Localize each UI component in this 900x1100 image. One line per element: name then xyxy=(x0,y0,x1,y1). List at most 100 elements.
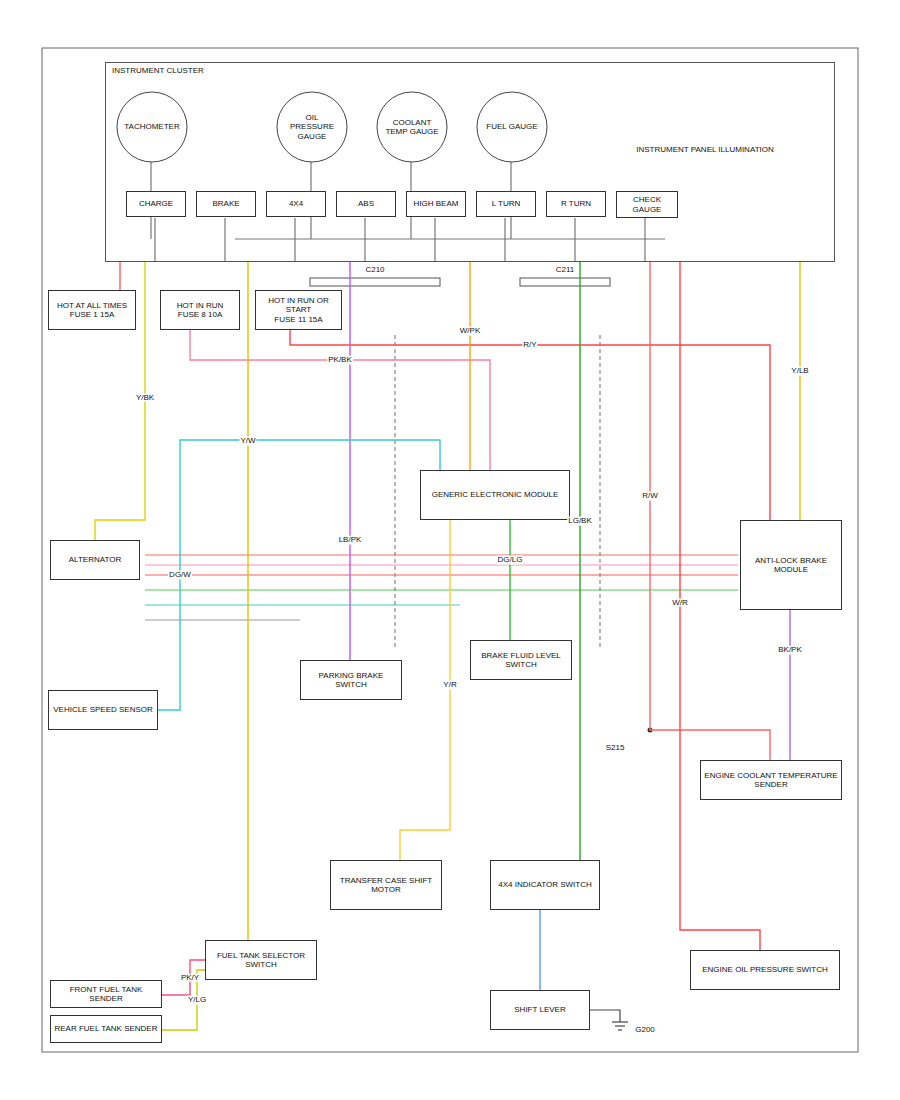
component-label: FUEL GAUGE xyxy=(486,122,537,131)
wire xyxy=(534,286,535,330)
component-label: CHECK GAUGE xyxy=(620,195,674,213)
wire xyxy=(604,286,605,330)
cluster-housing: INSTRUMENT CLUSTERTACHOMETEROIL PRESSURE… xyxy=(105,62,835,262)
wire xyxy=(145,574,738,575)
wire-connector xyxy=(789,610,790,760)
component-label: HOT IN RUN xyxy=(177,301,224,310)
component-label: COOLANT TEMP GAUGE xyxy=(384,118,440,136)
wire xyxy=(564,286,565,330)
wire-color-code: LB/PK xyxy=(338,536,363,545)
component-box: CHECK GAUGE xyxy=(616,191,678,218)
component-label: GENERIC ELECTRONIC MODULE xyxy=(432,490,559,499)
wire xyxy=(434,218,435,262)
component-box: FUEL TANK SELECTOR SWITCH xyxy=(205,940,317,980)
wire xyxy=(394,335,395,650)
wire-connector xyxy=(119,262,120,290)
component-box: CHARGE xyxy=(126,191,186,217)
component-box: HOT AT ALL TIMESFUSE 1 15A xyxy=(48,290,136,330)
component-box: L TURN xyxy=(476,191,536,217)
gauge-ring xyxy=(377,92,447,162)
component-box: ANTI-LOCK BRAKE MODULE xyxy=(740,520,842,610)
wire xyxy=(364,286,365,330)
wire-connector xyxy=(509,520,510,640)
wire xyxy=(424,286,425,330)
wire-color-code: Y/W xyxy=(239,437,256,446)
callout-label: C211 xyxy=(555,266,576,275)
component-box: 4X4 INDICATOR SWITCH xyxy=(490,860,600,910)
wire-color-code: DG/LG xyxy=(497,556,524,565)
component-label: FUSE 1 15A xyxy=(70,310,114,319)
component-label: FUEL TANK SELECTOR SWITCH xyxy=(209,951,313,969)
gauge-circle: COOLANT TEMP GAUGE xyxy=(376,91,448,163)
wire xyxy=(384,286,385,330)
gauge-circle: TACHOMETER xyxy=(116,91,188,163)
wire-color-code: W/R xyxy=(671,598,689,607)
callout-label: S215 xyxy=(605,744,626,753)
wire-color-code: Y/LB xyxy=(790,367,809,376)
wire-color-code: Y/R xyxy=(442,681,457,690)
wire xyxy=(584,286,585,330)
wire xyxy=(414,286,415,330)
wire-connector xyxy=(799,262,800,520)
component-label: ANTI-LOCK BRAKE MODULE xyxy=(744,556,838,574)
callout-label: G200 xyxy=(634,1026,656,1035)
wire-color-code: Y/BK xyxy=(135,393,155,402)
component-label: R TURN xyxy=(561,199,591,208)
component-label: TRANSFER CASE SHIFT MOTOR xyxy=(334,876,438,894)
wire xyxy=(344,286,345,330)
component-box: ENGINE OIL PRESSURE SWITCH xyxy=(690,950,840,990)
component-box: R TURN xyxy=(546,191,606,217)
component-box: HIGH BEAM xyxy=(406,191,466,217)
component-label: ABS xyxy=(358,199,374,208)
gauge-circle: FUEL GAUGE xyxy=(476,91,548,163)
component-box: SHIFT LEVER xyxy=(490,990,590,1030)
component-box: FRONT FUEL TANK SENDER xyxy=(50,980,162,1008)
wire-color-code: PK/BK xyxy=(327,356,353,365)
component-box: HOT IN RUNFUSE 8 10A xyxy=(160,290,240,330)
wire xyxy=(574,218,575,262)
wire-connector xyxy=(162,960,205,995)
wire-connector xyxy=(290,330,770,520)
component-box: BRAKE xyxy=(196,191,256,217)
wire xyxy=(394,286,395,330)
wire xyxy=(599,335,600,650)
wire-color-code: Y/LG xyxy=(187,996,207,1005)
component-label: BRAKE xyxy=(212,199,239,208)
wire-color-code: BK/PK xyxy=(777,646,803,655)
wire-connector xyxy=(579,262,580,860)
wire-connector xyxy=(349,262,350,660)
wire xyxy=(404,286,405,330)
wire xyxy=(374,286,375,330)
wire xyxy=(612,1021,628,1022)
wire xyxy=(618,1029,622,1030)
component-label: PARKING BRAKE SWITCH xyxy=(304,671,398,689)
component-label: 4X4 xyxy=(289,199,303,208)
component-label: INSTRUMENT CLUSTER xyxy=(110,66,206,75)
component-box: ENGINE COOLANT TEMPERATURE SENDER xyxy=(700,760,842,800)
wire-group xyxy=(145,162,738,1030)
callout-label: C210 xyxy=(364,266,385,275)
wire-connector xyxy=(158,440,440,710)
component-label: SHIFT LEVER xyxy=(514,1005,565,1014)
wire xyxy=(524,286,525,330)
component-box: TRANSFER CASE SHIFT MOTOR xyxy=(330,860,442,910)
wire xyxy=(594,286,595,330)
wire-connector xyxy=(650,262,770,760)
component-label: 4X4 INDICATOR SWITCH xyxy=(498,880,592,889)
component-box: 4X4 xyxy=(266,191,326,217)
wire xyxy=(145,589,738,590)
component-box: GENERIC ELECTRONIC MODULE xyxy=(420,470,570,520)
wire-color-code: R/Y xyxy=(522,341,537,350)
wire xyxy=(145,619,300,620)
wire xyxy=(145,554,738,555)
component-box: BRAKE FLUID LEVEL SWITCH xyxy=(470,640,572,680)
wire xyxy=(574,286,575,330)
component-box: REAR FUEL TANK SENDER xyxy=(50,1015,162,1043)
component-box: PARKING BRAKE SWITCH xyxy=(300,660,402,700)
component-box: VEHICLE SPEED SENSOR xyxy=(48,690,158,730)
wire xyxy=(224,218,225,262)
wire xyxy=(544,286,545,330)
wire-connector xyxy=(469,262,470,470)
component-box: ABS xyxy=(336,191,396,217)
